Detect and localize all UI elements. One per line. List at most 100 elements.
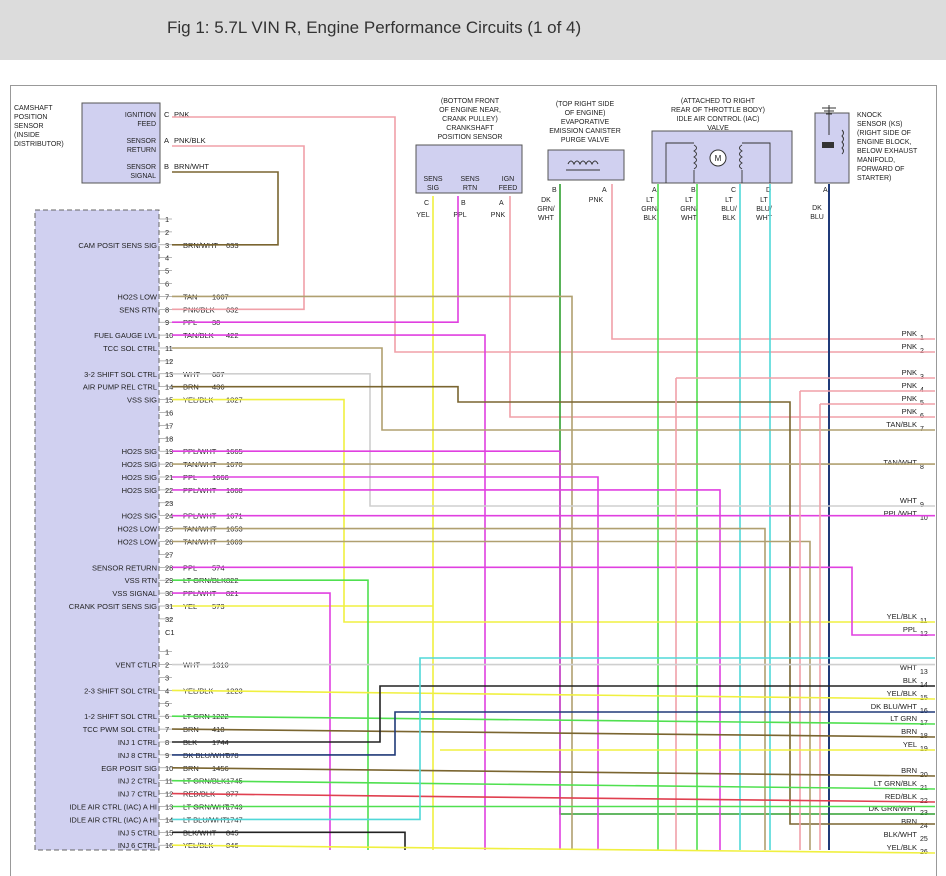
crank-pin-letter: A	[499, 200, 504, 207]
right-wire-label: PNK	[902, 394, 917, 403]
iac-pin-wire: LT	[685, 197, 693, 204]
knock-sensor-label: (RIGHT SIDE OF	[857, 130, 911, 137]
pcm-pin-number: 30	[165, 589, 173, 598]
pcm-pin-number: 24	[165, 512, 173, 521]
right-wire-label: DK GRN/WHT	[869, 804, 918, 813]
pcm-pin-function: EGR POSIT SIG	[101, 764, 157, 773]
right-wire-number: 13	[920, 669, 928, 676]
wire-c2-10	[171, 767, 936, 777]
iac-pin-letter: A	[652, 187, 657, 194]
wire-c2-8	[172, 685, 935, 743]
pcm-pin-number: 25	[165, 525, 173, 534]
right-wire-label: PPL	[903, 625, 917, 634]
iac-pin-letter: D	[766, 187, 771, 194]
pcm-pin-function: INJ 6 CTRL	[118, 841, 157, 850]
purge-valve-label: (TOP RIGHT SIDE	[556, 101, 615, 108]
pcm-pin-number: 27	[165, 550, 173, 559]
camshaft-sensor-label: DISTRIBUTOR)	[14, 141, 64, 148]
right-wire-label: TAN/BLK	[886, 420, 917, 429]
camshaft-pin-name: SIGNAL	[130, 173, 156, 180]
right-wire-label: RED/BLK	[885, 792, 917, 801]
iac-valve-label: (ATTACHED TO RIGHT	[681, 98, 756, 105]
wire-crank-ign-feed	[509, 196, 935, 418]
pcm-pin-function: VSS RTN	[125, 576, 157, 585]
pcm-pin-number: 5	[165, 699, 169, 708]
right-wire-label: PPL/WHT	[884, 509, 918, 518]
iac-pin-wire: BLU/	[721, 206, 737, 213]
wire-purge-b	[559, 184, 935, 815]
knock-sensor-label: SENSOR (KS)	[857, 121, 903, 128]
wire-c2-11	[171, 779, 936, 790]
pcm-pin-function: IDLE AIR CTRL (IAC) A HI	[69, 803, 157, 812]
camshaft-pin-name: FEED	[137, 121, 156, 128]
camshaft-pin-name: SENSOR	[126, 138, 156, 145]
figure-header: Fig 1: 5.7L VIN R, Engine Performance Ci…	[0, 0, 946, 60]
right-wire-label: WHT	[900, 663, 917, 672]
purge-pin-letter: B	[552, 187, 557, 194]
pcm-pin-function: FUEL GAUGE LVL	[94, 331, 157, 340]
pcm-pin-function: INJ 5 CTRL	[118, 828, 157, 837]
right-wire-label: PNK	[902, 329, 917, 338]
piezo-element-icon	[822, 142, 834, 148]
pcm-pin-number: 14	[165, 815, 173, 824]
iac-pin-wire: LT	[760, 197, 768, 204]
pcm-pin-number: 13	[165, 803, 173, 812]
camshaft-pin-letter: B	[164, 162, 169, 171]
wire-c2-6	[171, 715, 936, 725]
pcm-pin-function: IDLE AIR CTRL (IAC) A HI	[69, 815, 157, 824]
wire-pcm-7	[172, 295, 573, 850]
crank-sensor-label: CRANK PULLEY)	[442, 116, 498, 123]
pcm-pin-number: 3	[165, 674, 169, 683]
right-wire-label: TAN/WHT	[883, 458, 917, 467]
pcm-pin-function: INJ 8 CTRL	[118, 751, 157, 760]
pcm-pin-number: 14	[165, 383, 173, 392]
wire-purge-a	[611, 184, 935, 340]
knock-resistor-icon	[841, 129, 844, 155]
purge-pin-wire: DK	[541, 197, 551, 204]
knock-sensor-label: BELOW EXHAUST	[857, 148, 918, 155]
pcm-pin-function: VSS SIGNAL	[112, 589, 157, 598]
right-wire-label: YEL/BLK	[887, 843, 917, 852]
pcm-pin-number: 2	[165, 228, 169, 237]
wire-c2-14	[172, 657, 935, 821]
pcm-pin-function: VSS SIG	[127, 396, 157, 405]
iac-pin-wire: GRN/	[680, 206, 698, 213]
camshaft-pin-letter: A	[164, 136, 169, 145]
pcm-box	[34, 209, 160, 851]
right-wire-label: YEL/BLK	[887, 612, 917, 621]
purge-valve-label: PURGE VALVE	[561, 137, 610, 144]
crank-pin-name: SIG	[427, 185, 439, 192]
iac-valve-label: IDLE AIR CONTROL (IAC)	[677, 116, 760, 123]
iac-pin-wire: GRN/	[641, 206, 659, 213]
pcm-pin-function: TCC SOL CTRL	[103, 344, 157, 353]
right-wire-number: 25	[920, 836, 928, 843]
wire-c2-9	[172, 711, 935, 756]
wire-pcm-30	[172, 592, 331, 850]
right-wire-number: 8	[920, 464, 924, 471]
camshaft-sensor-label: (INSIDE	[14, 132, 40, 139]
crank-sensor-box	[415, 144, 523, 194]
pcm-pin-number: 28	[165, 563, 173, 572]
iac-valve-label: VALVE	[707, 125, 729, 132]
iac-coil-a-icon	[665, 142, 697, 183]
crank-pin-name: SENS	[460, 176, 479, 183]
right-wire-label: BRN	[901, 766, 917, 775]
purge-valve-label: EMISSION CANISTER	[549, 128, 621, 135]
crank-pin-wire: YEL	[416, 212, 429, 219]
pcm-pin-number: 4	[165, 254, 169, 263]
camshaft-sensor-label: SENSOR	[14, 123, 44, 130]
iac-pin-wire: BLK	[722, 215, 736, 222]
pcm-pin-function: VENT CTLR	[115, 661, 157, 670]
motor-label: M	[715, 154, 722, 163]
crank-sensor-label: CRANKSHAFT	[446, 125, 494, 132]
pcm-pin-number: 19	[165, 447, 173, 456]
right-wire-label: DK BLU/WHT	[871, 702, 918, 711]
crank-pin-name: RTN	[463, 185, 477, 192]
wire-pcm-25	[172, 527, 766, 850]
pcm-pin-function: INJ 2 CTRL	[118, 777, 157, 786]
wire-c2-12	[171, 792, 936, 803]
pcm-pin-number: 17	[165, 421, 173, 430]
pcm-pin-number: 10	[165, 764, 173, 773]
wire-pcm-11	[172, 347, 935, 431]
right-wire-label: PNK	[902, 342, 917, 351]
